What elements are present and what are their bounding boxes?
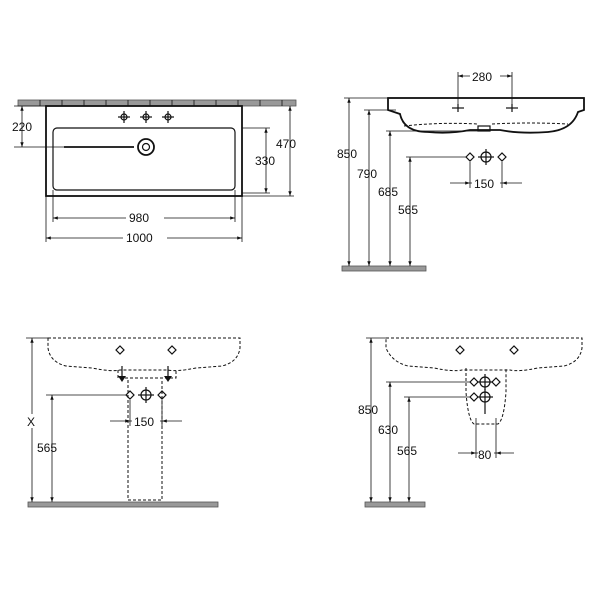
top-view: 220 330 470 980 1000 [12, 99, 297, 245]
drain-outer [137, 138, 155, 156]
dim-label-565-pedestal: 565 [37, 441, 57, 455]
pedestal-down-arrows [118, 366, 172, 382]
dim-label-150-side: 150 [474, 177, 494, 191]
dim-label-850-semi: 850 [358, 403, 378, 417]
side-drain-mark [477, 125, 491, 132]
pedestal-trap-symbols [125, 387, 167, 403]
basin-outer [45, 105, 243, 197]
front-pedestal-view: 150 X 565 [26, 337, 241, 508]
dim-label-980: 980 [129, 211, 149, 225]
side-bowl-hidden [403, 122, 479, 127]
wall-tile-marks [39, 100, 283, 106]
dim-label-790: 790 [357, 167, 377, 181]
semi-floor [364, 501, 426, 508]
pedestal-column [127, 380, 163, 501]
dim-label-1000: 1000 [126, 231, 153, 245]
dim-label-150-pedestal: 150 [134, 415, 154, 429]
dim-label-220: 220 [12, 120, 32, 134]
semi-tap-marks [455, 345, 519, 355]
dim-label-685: 685 [378, 185, 398, 199]
front-semi-pedestal-view: 80 850 630 565 [358, 337, 583, 508]
semi-basin-outline [385, 337, 583, 372]
side-tap-marks [452, 104, 518, 112]
semi-trap-symbols [469, 374, 501, 414]
semi-pedestal [465, 368, 507, 425]
dim-label-565-side: 565 [398, 203, 418, 217]
dim-label-80: 80 [478, 448, 492, 462]
dim-label-470: 470 [276, 137, 296, 151]
tap-hole-marks [118, 111, 174, 123]
side-floor [341, 265, 427, 272]
pedestal-basin-outline [47, 337, 241, 372]
dim-label-565-semi: 565 [397, 444, 417, 458]
dim-label-850-side: 850 [337, 147, 357, 161]
side-trap-symbols [465, 149, 507, 165]
dim-label-330: 330 [255, 154, 275, 168]
basin-bowl [52, 127, 236, 191]
drain-inner [141, 142, 151, 152]
basin-side-profile [387, 97, 585, 134]
dim-label-630: 630 [378, 423, 398, 437]
dim-label-x: X [27, 415, 35, 429]
side-view: 280 150 850 [337, 70, 585, 272]
dim-label-280: 280 [472, 70, 492, 84]
pedestal-floor [27, 501, 219, 508]
pedestal-tap-marks [115, 345, 177, 355]
